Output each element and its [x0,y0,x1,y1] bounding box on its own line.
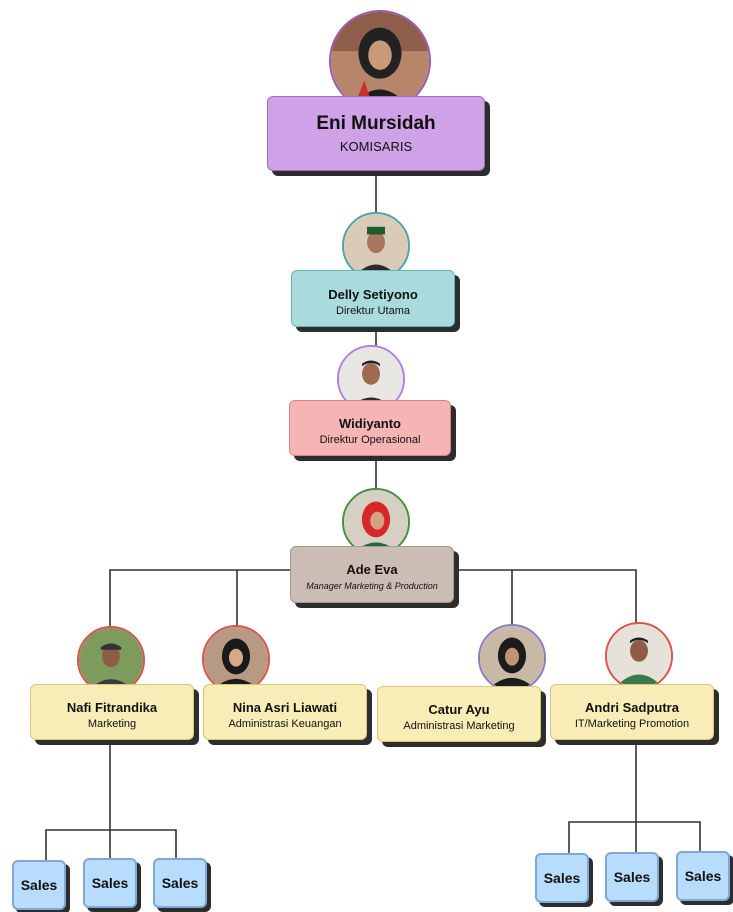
avatar-catur-ayu [478,624,546,692]
avatar-andri-sadputra [605,622,673,690]
node-role: Administrasi Marketing [403,720,515,732]
node-name: Ade Eva [346,562,398,577]
sales-box: Sales [153,858,207,908]
node-role: Manager Marketing & Production [306,581,438,591]
avatar-nina-asri-liawati [202,625,270,693]
person-photo-icon [204,627,268,691]
node-name: Nafi Fitrandika [66,700,158,715]
node-role: Direktur Operasional [319,434,421,446]
node-name: Delly Setiyono [328,286,418,302]
sales-box: Sales [676,851,730,901]
node-name: Eni Mursidah [316,113,436,134]
person-photo-icon [344,490,408,554]
connector-nafi-sales [45,740,177,860]
connector-andri-sales [568,740,701,853]
node-name: Catur Ayu [428,702,490,717]
connector-manager-staff [109,569,637,628]
person-photo-icon [344,214,408,278]
node-manager: Ade Eva Manager Marketing & Production [290,546,454,603]
sales-box: Sales [12,860,66,910]
node-direktur-operasional: Widiyanto Direktur Operasional [289,400,451,456]
node-name: Nina Asri Liawati [232,700,338,715]
node-komisaris: Eni Mursidah KOMISARIS [267,96,485,171]
node-name: Widiyanto [339,416,401,431]
node-role: Direktur Utama [336,304,410,317]
node-staff-catur: Catur Ayu Administrasi Marketing [377,686,541,742]
node-name: Andri Sadputra [585,700,679,715]
node-direktur-utama: Delly Setiyono Direktur Utama [291,270,455,327]
sales-box: Sales [605,852,659,902]
person-photo-icon [607,624,671,688]
person-photo-icon [79,628,143,692]
node-role: IT/Marketing Promotion [574,718,690,730]
node-role: Marketing [87,718,137,730]
node-role: KOMISARIS [339,139,413,154]
person-photo-icon [480,626,544,690]
node-staff-nina: Nina Asri Liawati Administrasi Keuangan [203,684,367,740]
avatar-nafi-fitrandika [77,626,145,694]
sales-box: Sales [535,853,589,903]
node-role: Administrasi Keuangan [228,718,342,730]
node-staff-nafi: Nafi Fitrandika Marketing [30,684,194,740]
node-staff-andri: Andri Sadputra IT/Marketing Promotion [550,684,714,740]
sales-box: Sales [83,858,137,908]
person-photo-icon [331,12,429,110]
